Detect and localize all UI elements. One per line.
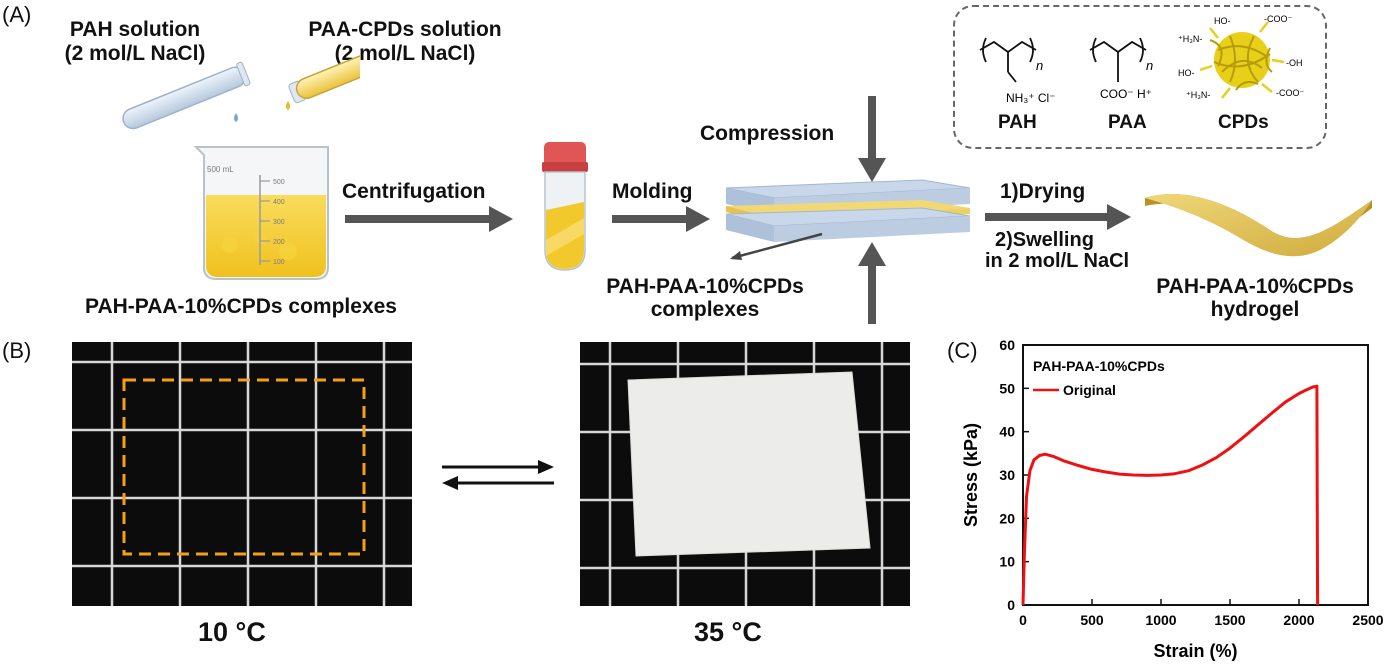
pah-test-tube bbox=[122, 61, 251, 130]
x-tick-label: 2000 bbox=[1283, 612, 1314, 628]
paa-repeat-index: n bbox=[1146, 58, 1153, 73]
opaque-gel-sheet bbox=[627, 371, 871, 557]
cpd-group-label: -OH bbox=[1286, 58, 1303, 68]
pah-solution-title: PAH solution (2 mol/L NaCl) bbox=[40, 18, 230, 66]
pah-repeat-index: n bbox=[1036, 58, 1043, 73]
compression-arrow-up bbox=[858, 242, 886, 324]
y-tick-label: 40 bbox=[999, 424, 1015, 440]
polymer-legend-box bbox=[953, 5, 1327, 149]
cpd-group-label: ⁺H₃N- bbox=[1178, 34, 1202, 44]
pah-solution-line1: PAH solution bbox=[69, 18, 201, 41]
paa-side-group: COO⁻ H⁺ bbox=[1100, 87, 1152, 101]
beaker-tick-label: 300 bbox=[273, 219, 285, 226]
legend-paa: PAA bbox=[1108, 112, 1147, 133]
beaker-caption: PAH-PAA-10%CPDs complexes bbox=[85, 295, 397, 318]
mixing-illustration: 500 mL 500 400 300 200 100 bbox=[122, 55, 360, 280]
hydrogel-sheet bbox=[1145, 194, 1372, 257]
temp-35c-label: 35 °C bbox=[694, 617, 762, 647]
x-tick-label: 0 bbox=[1019, 612, 1027, 628]
paa-solution-title: PAA-CPDs solution (2 mol/L NaCl) bbox=[275, 18, 535, 66]
polymer-structures: n NH₃⁺ Cl⁻ n COO⁻ H⁺ HO- -COO⁻ ⁺H₃N- -OH… bbox=[979, 14, 1304, 105]
paa-solution-line2: (2 mol/L NaCl) bbox=[334, 42, 476, 65]
swelling-line2: in 2 mol/L NaCl bbox=[985, 250, 1130, 272]
pah-side-group: NH₃⁺ Cl⁻ bbox=[1006, 91, 1056, 105]
hydrogel-caption-line1: PAH-PAA-10%CPDs bbox=[1156, 275, 1354, 298]
paa-cpds-test-tube bbox=[288, 55, 360, 104]
y-tick-label: 20 bbox=[999, 510, 1015, 526]
molding-arrow bbox=[612, 206, 710, 232]
hydrogel-caption-line2: hydrogel bbox=[1210, 298, 1300, 321]
cpds-structure: HO- -COO⁻ ⁺H₃N- -OH HO- ⁺H₃N- -COO⁻ bbox=[1178, 14, 1304, 100]
beaker-tick-label: 100 bbox=[273, 259, 285, 266]
beaker-tick-label: 500 bbox=[273, 179, 285, 186]
temp-10c-label: 10 °C bbox=[198, 617, 266, 647]
yellow-droplet bbox=[286, 101, 290, 110]
pah-structure: n NH₃⁺ Cl⁻ bbox=[979, 37, 1056, 105]
x-axis-label: Strain (%) bbox=[1153, 641, 1237, 661]
compression-arrow-down bbox=[858, 96, 886, 182]
beaker: 500 mL 500 400 300 200 100 bbox=[193, 146, 329, 280]
reversible-arrows bbox=[442, 460, 554, 490]
panel-a-label: (A) bbox=[2, 2, 32, 27]
legend-pah: PAH bbox=[998, 112, 1037, 133]
blue-droplet bbox=[234, 113, 238, 122]
legend-label-original: Original bbox=[1063, 382, 1116, 398]
y-tick-label: 30 bbox=[999, 467, 1015, 483]
transparent-gel-outline bbox=[122, 378, 366, 556]
compression-label: Compression bbox=[700, 122, 835, 145]
legend-cpds: CPDs bbox=[1218, 112, 1269, 133]
x-tick-label: 500 bbox=[1080, 612, 1104, 628]
y-tick-label: 10 bbox=[999, 554, 1015, 570]
swelling-label: 2)Swelling in 2 mol/L NaCl bbox=[985, 230, 1129, 272]
swelling-line1: 2)Swelling bbox=[995, 229, 1094, 251]
drying-swelling-arrow bbox=[985, 204, 1131, 230]
paa-solution-line1: PAA-CPDs solution bbox=[308, 18, 502, 41]
centrifuge-tube bbox=[542, 142, 588, 271]
x-tick-label: 1500 bbox=[1214, 612, 1245, 628]
photo-10c bbox=[72, 342, 412, 606]
beaker-tick-label: 400 bbox=[273, 199, 285, 206]
grid-background-35c bbox=[580, 342, 910, 606]
cpd-group-label: -COO⁻ bbox=[1276, 88, 1304, 98]
series-line-original bbox=[1021, 384, 1320, 606]
pointer-line bbox=[731, 232, 823, 260]
grid-background-10c bbox=[72, 342, 412, 606]
hydrogel-caption: PAH-PAA-10%CPDs hydrogel bbox=[1140, 275, 1370, 321]
mold-caption: PAH-PAA-10%CPDs complexes bbox=[590, 275, 820, 321]
y-tick-label: 60 bbox=[999, 337, 1015, 353]
beaker-volume-label: 500 mL bbox=[207, 165, 234, 174]
photo-35c bbox=[580, 342, 910, 606]
drying-label: 1)Drying bbox=[1000, 180, 1086, 203]
panel-b-label: (B) bbox=[2, 338, 32, 363]
x-tick-label: 2500 bbox=[1352, 612, 1383, 628]
pah-solution-line2: (2 mol/L NaCl) bbox=[64, 42, 206, 65]
paa-structure: n COO⁻ H⁺ bbox=[1089, 37, 1153, 101]
y-tick-label: 0 bbox=[1007, 597, 1015, 613]
cpd-group-label: -COO⁻ bbox=[1264, 14, 1292, 24]
mold-caption-line1: PAH-PAA-10%CPDs bbox=[606, 275, 804, 298]
chart-title: PAH-PAA-10%CPDs bbox=[1033, 358, 1165, 374]
cpd-group-label: ⁺H₃N- bbox=[1186, 90, 1210, 100]
panel-c-label: (C) bbox=[947, 338, 978, 363]
cpd-group-label: HO- bbox=[1214, 16, 1231, 26]
mold-caption-line2: complexes bbox=[650, 298, 760, 321]
cpd-group-label: HO- bbox=[1178, 68, 1195, 78]
y-tick-label: 50 bbox=[999, 380, 1015, 396]
centrifugation-arrow bbox=[345, 206, 513, 232]
stress-strain-chart: 0 500 1000 1500 2000 2500 0 10 20 30 40 50 60 PAH-PA… bbox=[961, 337, 1384, 661]
molding-label: Molding bbox=[612, 180, 693, 203]
centrifugation-label: Centrifugation bbox=[342, 180, 486, 203]
mold-assembly bbox=[725, 179, 971, 260]
x-tick-label: 1000 bbox=[1145, 612, 1176, 628]
beaker-tick-label: 200 bbox=[273, 239, 285, 246]
y-axis-label: Stress (kPa) bbox=[961, 423, 981, 527]
